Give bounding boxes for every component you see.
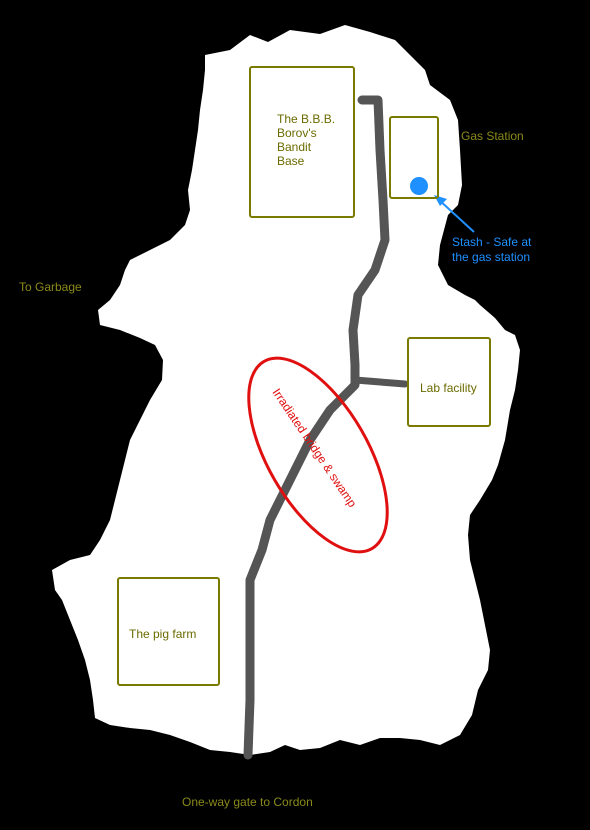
bandit-base-building[interactable]: The B.B.B. Borov's Bandit Base <box>249 66 355 218</box>
gas-station-label: Gas Station <box>461 129 524 143</box>
lab-label: Lab facility <box>420 381 477 395</box>
bandit-base-line-2: Borov's <box>277 126 317 140</box>
stash-note-line-2: the gas station <box>452 250 531 264</box>
pig-farm-building[interactable]: The pig farm <box>117 577 220 686</box>
bandit-base-label: The B.B.B. Borov's Bandit Base <box>277 112 335 168</box>
bandit-base-line-1: The B.B.B. <box>277 112 336 126</box>
lab-building[interactable]: Lab facility <box>407 337 491 427</box>
stash-note-line-1: Stash - Safe at <box>452 235 532 249</box>
gas-station-building[interactable] <box>389 116 439 199</box>
exit-garbage-label[interactable]: To Garbage <box>19 280 82 294</box>
pig-farm-label: The pig farm <box>129 627 197 641</box>
lab-road <box>351 376 409 388</box>
bandit-base-line-4: Base <box>277 154 305 168</box>
bandit-base-line-3: Bandit <box>277 140 312 154</box>
exit-cordon-label[interactable]: One-way gate to Cordon <box>182 795 313 809</box>
stash-marker-icon[interactable] <box>410 177 428 195</box>
land-area <box>52 25 520 755</box>
irradiated-zone <box>247 356 389 554</box>
stash-note: Stash - Safe at the gas station <box>452 235 531 265</box>
main-road <box>243 95 390 760</box>
stash-arrow-line <box>437 198 475 233</box>
